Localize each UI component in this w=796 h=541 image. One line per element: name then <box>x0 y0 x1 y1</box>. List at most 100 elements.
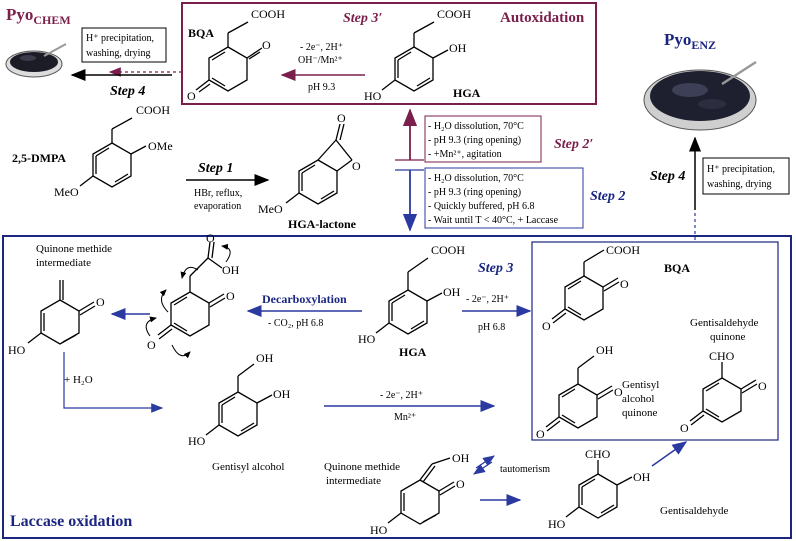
hga-lactone-label: HGA-lactone <box>288 217 357 231</box>
gdq-label-2: quinone <box>710 331 746 343</box>
gentisyl-ox-cond-2: Mn²⁺ <box>394 412 416 423</box>
bqa-structure-top: COOH O O <box>187 7 285 103</box>
atom-o: O <box>337 111 346 125</box>
qm-label-1: Quinone methide <box>36 243 112 255</box>
atom-cooh: COOH <box>136 103 170 117</box>
step-3prime-cond-1: - 2e⁻, 2H⁺ <box>300 42 343 53</box>
qm2-label-2: intermediate <box>326 475 381 487</box>
gaq-label-3: quinone <box>622 407 658 419</box>
step4-right-label: Step 4 <box>650 169 685 184</box>
pyo-enz-title: PyoENZ <box>664 30 716 52</box>
step4-left-line-2: washing, drying <box>86 48 150 59</box>
quinone-methide-right-structure: OH O HO <box>370 451 470 537</box>
hga-structure-top: COOH OH HO <box>364 7 471 103</box>
atom-ho: HO <box>364 89 382 103</box>
quinone-methide-left-structure: O HO <box>8 280 105 357</box>
bqa-structure-laccase: COOH O O <box>542 243 640 333</box>
gentisyl-alcohol-quinone-structure: OH O O <box>536 343 623 441</box>
quinone-products-box <box>531 241 779 441</box>
step2prime-box <box>424 115 542 163</box>
step4-right-box <box>702 157 790 195</box>
step4-right-line-1: H⁺ precipitation, <box>707 164 775 175</box>
step1-label: Step 1 <box>198 161 233 176</box>
laccase-box <box>2 235 792 539</box>
step2prime-label: Step 2′ <box>554 137 593 152</box>
gentisaldehyde-quinone-structure: CHO O O <box>680 349 767 435</box>
atom-oh: OH <box>443 285 461 299</box>
atom-ome: OMe <box>148 139 173 153</box>
atom-oh: OH <box>273 387 291 401</box>
atom-oh: OH <box>449 41 467 55</box>
step1-cond-2: evaporation <box>194 201 241 212</box>
step2-item: - H₂O dissolution, 70°C <box>428 173 524 184</box>
atom-o: O <box>206 231 215 245</box>
bqa-label-top: BQA <box>188 26 214 40</box>
step2prime-item: - +Mn²⁺, agitation <box>428 149 502 160</box>
step2prime-item: - pH 9.3 (ring opening) <box>428 135 521 146</box>
bqa-decarboxylation-structure: O OH O O <box>145 231 240 359</box>
atom-meo: MeO <box>258 202 283 216</box>
hga-label-center: HGA <box>399 345 427 359</box>
atom-ho: HO <box>188 434 206 448</box>
autoxidation-title: Autoxidation <box>500 10 585 26</box>
atom-cooh: COOH <box>606 243 640 257</box>
atom-o: O <box>96 295 105 309</box>
pyo-chem-title: PyoCHEM <box>6 5 71 27</box>
water-label: + H₂O <box>64 374 93 386</box>
step4-left-label: Step 4 <box>110 84 145 99</box>
water-path-arrow <box>63 352 164 413</box>
atom-cho: CHO <box>585 447 611 461</box>
gaq-label-1: Gentisyl <box>622 379 659 391</box>
decarboxylation-label: Decarboxylation <box>262 292 347 306</box>
bqa-label-laccase: BQA <box>664 261 690 275</box>
decarb-cond: - CO₂, pH 6.8 <box>268 318 323 329</box>
pyo-chem-powder-image <box>5 43 67 78</box>
dmpa-structure: COOH OMe MeO <box>54 103 173 199</box>
gentisyl-ox-cond-1: - 2e⁻, 2H⁺ <box>380 390 423 401</box>
step4-left-box <box>81 27 167 63</box>
atom-o: O <box>262 38 271 52</box>
step4-right-line-2: washing, drying <box>707 179 771 190</box>
atom-o: O <box>187 89 196 103</box>
atom-oh: OH <box>256 351 274 365</box>
step-3prime-cond-3: pH 9.3 <box>308 82 335 93</box>
dmpa-label: 2,5-DMPA <box>12 151 66 165</box>
atom-o: O <box>758 379 767 393</box>
hga-structure-center: COOH OH HO <box>358 243 465 346</box>
qm-label-2: intermediate <box>36 257 91 269</box>
pyo-enz-powder-image <box>643 60 757 131</box>
step3-cond-2: pH 6.8 <box>478 322 505 333</box>
gentisaldehyde-label: Gentisaldehyde <box>660 505 729 517</box>
hga-lactone-structure: O O MeO <box>258 111 361 216</box>
atom-cooh: COOH <box>431 243 465 257</box>
atom-o: O <box>456 477 465 491</box>
gaq-label-2: alcohol <box>622 393 654 405</box>
atom-o: O <box>536 427 545 441</box>
atom-o: O <box>352 159 361 173</box>
gentisyl-alcohol-label: Gentisyl alcohol <box>212 461 284 473</box>
tautomerism-arrow-back <box>473 461 493 475</box>
step2prime-list: - H₂O dissolution, 70°C - pH 9.3 (ring o… <box>428 121 524 160</box>
step2-list: - H₂O dissolution, 70°C - pH 9.3 (ring o… <box>428 173 559 226</box>
atom-o: O <box>542 319 551 333</box>
atom-ho: HO <box>358 332 376 346</box>
atom-o: O <box>147 338 156 352</box>
atom-o: O <box>614 385 623 399</box>
autoxidation-box <box>181 2 597 105</box>
step4-left-line-1: H⁺ precipitation, <box>86 33 154 44</box>
qm2-label-1: Quinone methide <box>324 461 400 473</box>
step2-item: - Quickly buffered, pH 6.8 <box>428 201 534 212</box>
step2-box <box>424 167 584 229</box>
atom-cooh: COOH <box>437 7 471 21</box>
atom-oh: OH <box>633 470 651 484</box>
atom-cho: CHO <box>709 349 735 363</box>
step3-label: Step 3 <box>478 261 513 276</box>
step3-cond-1: - 2e⁻, 2H⁺ <box>466 294 509 305</box>
atom-meo: MeO <box>54 185 79 199</box>
step2-item: - Wait until T < 40°C, + Laccase <box>428 215 559 226</box>
atom-oh: OH <box>596 343 614 357</box>
step1-cond-1: HBr, reflux, <box>194 188 242 199</box>
atom-ho: HO <box>8 343 26 357</box>
step2prime-item: - H₂O dissolution, 70°C <box>428 121 524 132</box>
